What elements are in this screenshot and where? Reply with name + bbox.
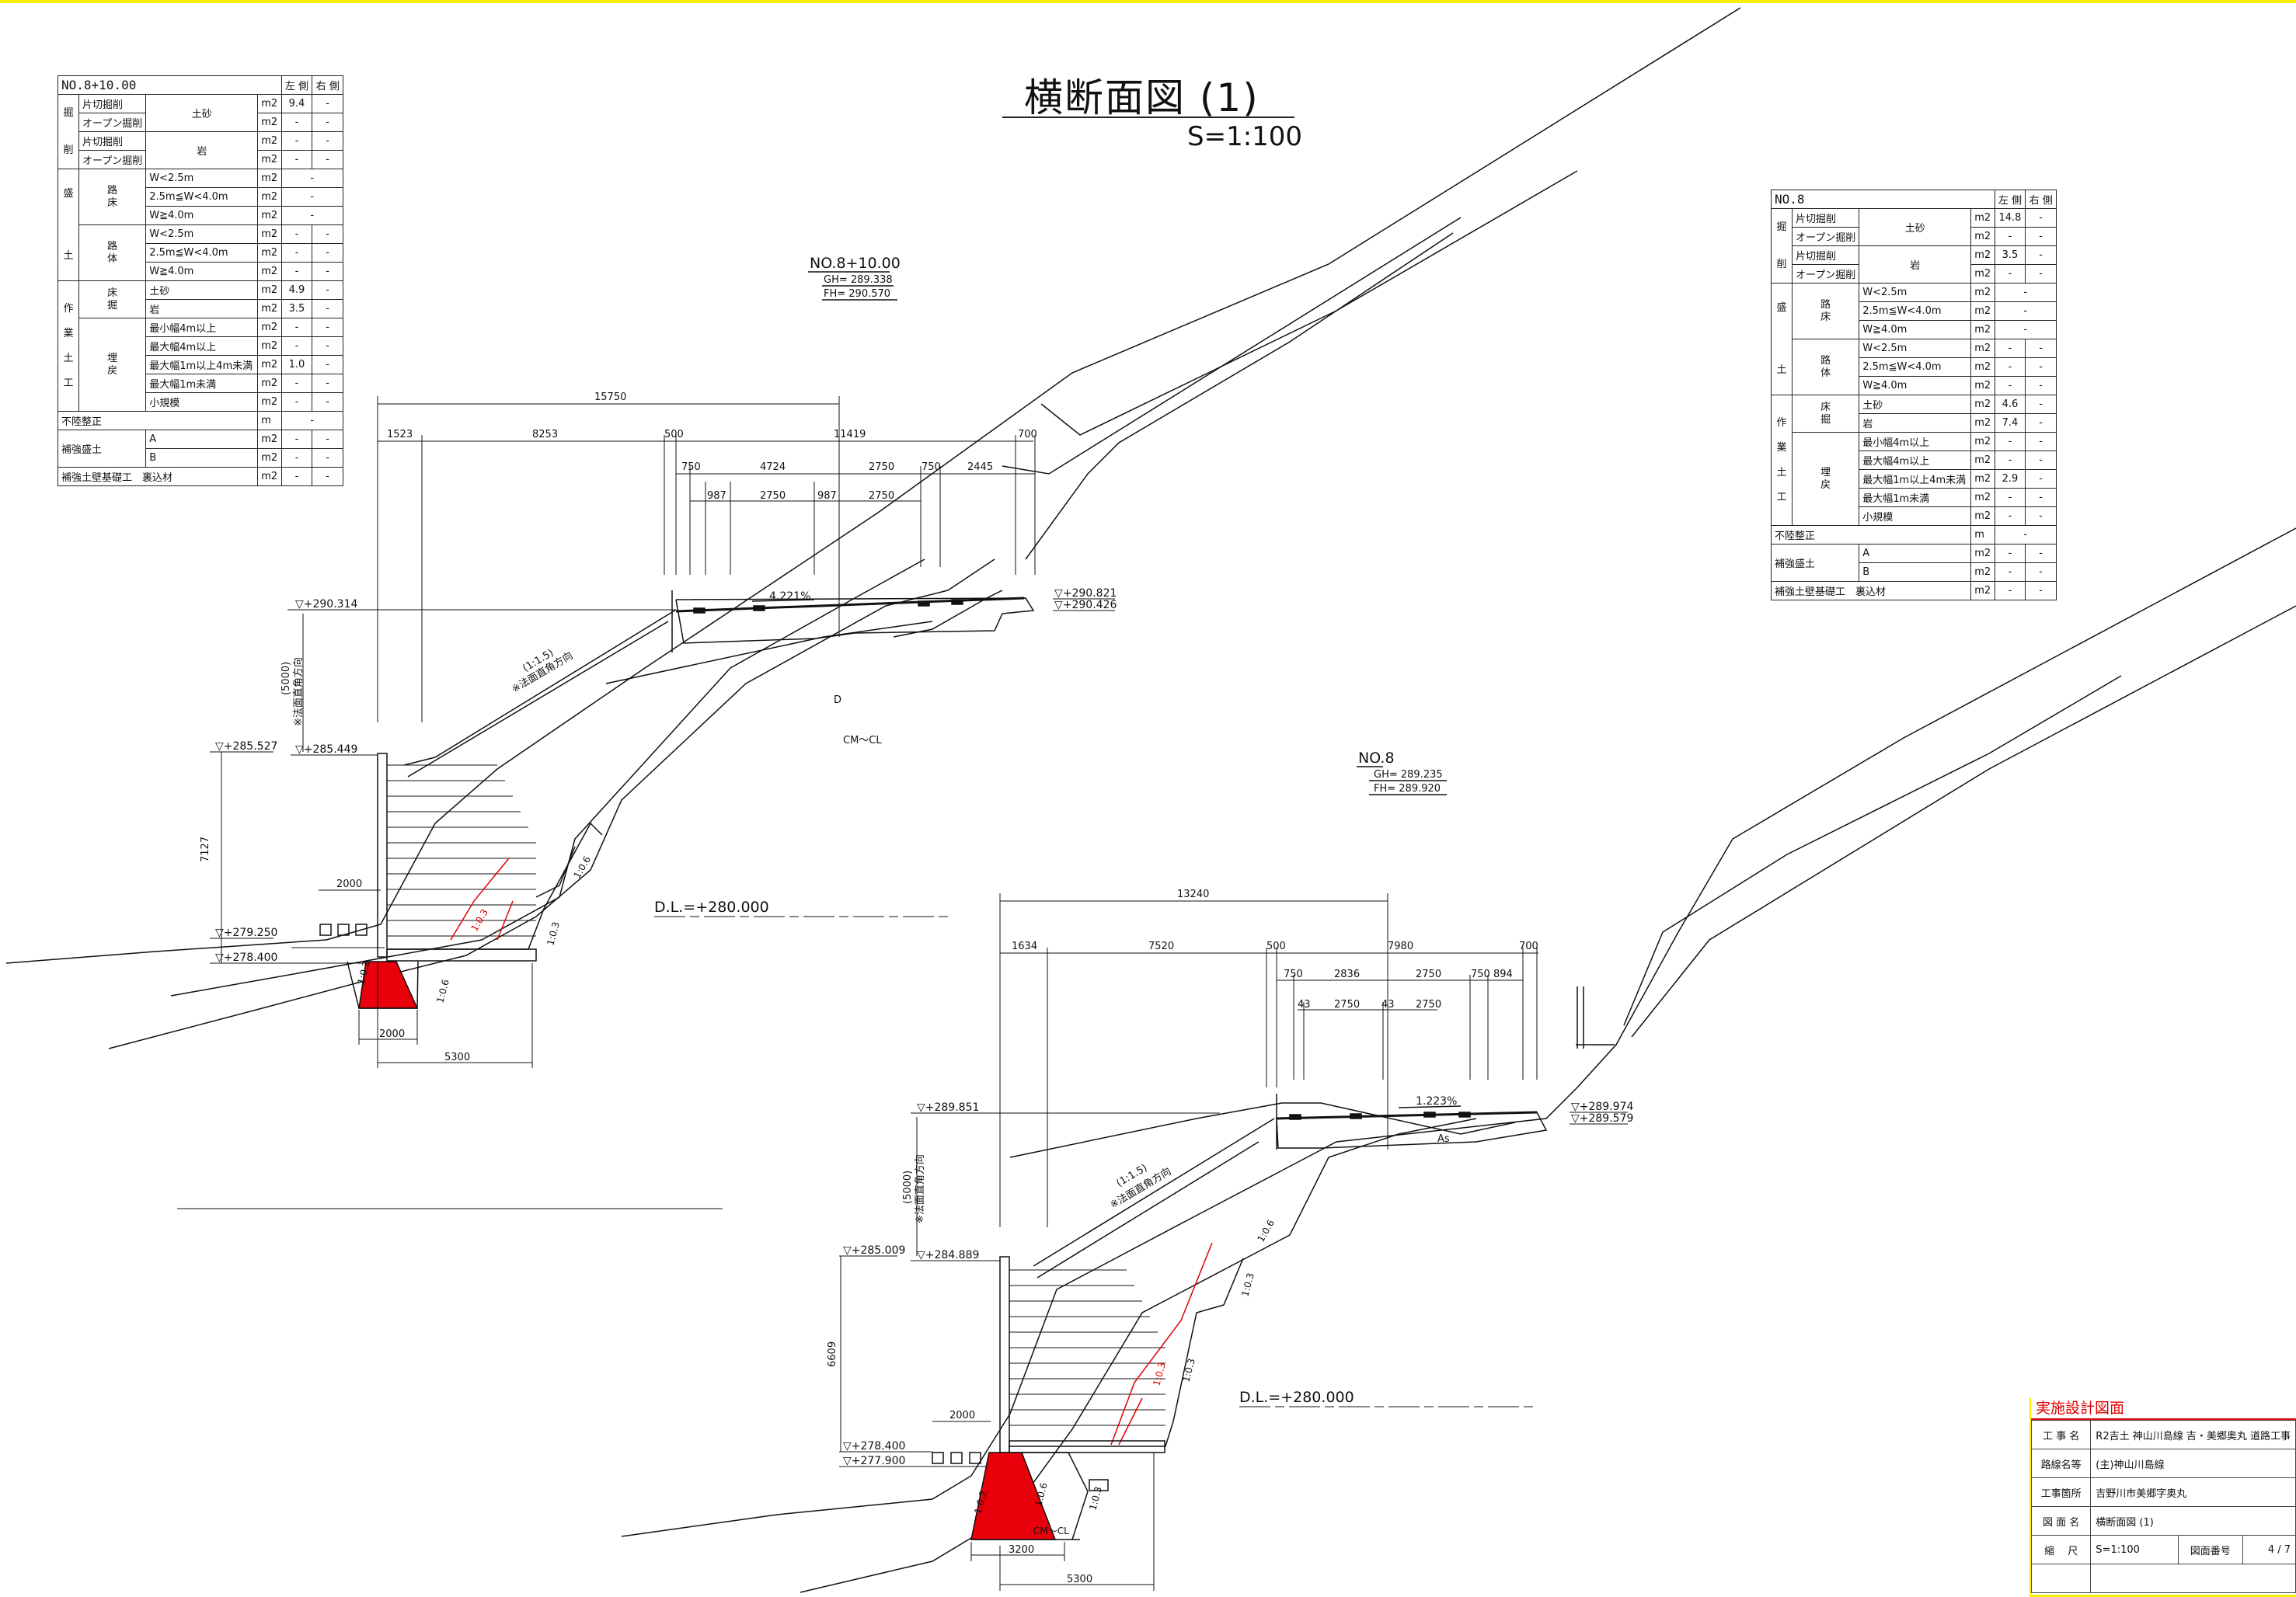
title-underline xyxy=(1002,117,1294,118)
svg-text:1634: 1634 xyxy=(1012,941,1037,952)
svg-text:7520: 7520 xyxy=(1148,941,1174,952)
svg-text:2000: 2000 xyxy=(336,879,362,890)
svg-text:750: 750 xyxy=(922,461,941,473)
svg-text:2750: 2750 xyxy=(760,490,786,502)
svg-text:500: 500 xyxy=(1266,941,1286,952)
svg-text:▽+278.400: ▽+278.400 xyxy=(843,1440,905,1453)
road-slope: 1.223% xyxy=(1416,1095,1457,1108)
svg-text:750: 750 xyxy=(681,461,701,473)
retaining-wall xyxy=(377,753,388,958)
svg-text:894: 894 xyxy=(1493,969,1513,980)
ground-line xyxy=(5,7,1741,964)
svg-text:▽+279.250: ▽+279.250 xyxy=(215,927,277,939)
svg-text:▽+285.527: ▽+285.527 xyxy=(215,740,277,753)
svg-text:※法面直角方向: ※法面直角方向 xyxy=(914,1154,926,1223)
svg-text:1:0.3: 1:0.3 xyxy=(1180,1357,1197,1383)
svg-text:▽+285.009: ▽+285.009 xyxy=(843,1244,905,1257)
svg-text:15750: 15750 xyxy=(594,391,626,403)
svg-text:GH= 289.338: GH= 289.338 xyxy=(824,274,893,286)
pavement xyxy=(1276,1111,1538,1120)
svg-text:▽+285.449: ▽+285.449 xyxy=(295,743,357,756)
svg-text:2750: 2750 xyxy=(869,490,894,502)
svg-text:700: 700 xyxy=(1519,941,1538,952)
svg-text:987: 987 xyxy=(817,490,837,502)
svg-text:11419: 11419 xyxy=(834,429,866,440)
svg-text:▽+289.579: ▽+289.579 xyxy=(1571,1112,1633,1125)
titleblock-highlight-bottom xyxy=(2031,1595,2296,1597)
title-block: 実施設計図面 工 事 名 R2吉土 神山川島線 吉・美郷奥丸 道路工事 路線名等… xyxy=(2030,1398,2296,1593)
section-upper: NO.8+10.00 GH= 289.338 FH= 290.570 4.221… xyxy=(5,7,1741,1068)
svg-text:750: 750 xyxy=(1471,969,1490,980)
svg-text:1:0.6: 1:0.6 xyxy=(1033,1481,1049,1507)
svg-text:1523: 1523 xyxy=(387,429,413,440)
svg-text:(5000): (5000) xyxy=(902,1171,914,1204)
svg-text:As: As xyxy=(1437,1133,1450,1145)
svg-text:1:0.6: 1:0.6 xyxy=(434,978,451,1004)
svg-text:FH= 289.920: FH= 289.920 xyxy=(1374,783,1441,795)
ground-line xyxy=(621,527,2296,1537)
svg-text:▽+289.851: ▽+289.851 xyxy=(917,1101,979,1114)
svg-text:5300: 5300 xyxy=(444,1052,470,1063)
quantity-table-no8-10: NO.8+10.00 左 側 右 側 掘削 片切掘削 土砂 m2 9.4 - オ… xyxy=(57,75,344,486)
svg-text:▽+278.400: ▽+278.400 xyxy=(215,952,277,964)
svg-text:▽+277.900: ▽+277.900 xyxy=(843,1455,905,1467)
svg-text:987: 987 xyxy=(707,490,726,502)
table-title: NO.8 xyxy=(1771,190,1995,209)
pavement xyxy=(675,597,1025,613)
svg-text:FH= 290.570: FH= 290.570 xyxy=(824,288,890,300)
svg-text:4724: 4724 xyxy=(760,461,786,473)
title-block-header: 実施設計図面 xyxy=(2031,1398,2296,1420)
svg-text:1:0.6: 1:0.6 xyxy=(571,854,593,881)
svg-text:500: 500 xyxy=(664,429,684,440)
svg-text:1:0.3: 1:0.3 xyxy=(1151,1361,1167,1387)
svg-text:750: 750 xyxy=(1284,969,1303,980)
titleblock-highlight-left xyxy=(2029,1398,2031,1597)
table-title: NO.8+10.00 xyxy=(57,75,282,95)
svg-text:1:0.3: 1:0.3 xyxy=(545,920,561,946)
svg-text:8253: 8253 xyxy=(532,429,558,440)
svg-text:▽+284.889: ▽+284.889 xyxy=(917,1249,979,1261)
svg-text:2000: 2000 xyxy=(949,1410,975,1421)
svg-text:7980: 7980 xyxy=(1388,941,1413,952)
svg-text:▽+289.974: ▽+289.974 xyxy=(1571,1101,1633,1113)
svg-text:GH= 289.235: GH= 289.235 xyxy=(1374,769,1443,781)
station-label: NO.8+10.00 xyxy=(810,255,901,272)
title-block-table: 工 事 名 R2吉土 神山川島線 吉・美郷奥丸 道路工事 路線名等 (主)神山川… xyxy=(2030,1420,2296,1593)
svg-text:7127: 7127 xyxy=(200,837,211,862)
section-lower: NO.8 GH= 289.235 FH= 289.920 1.223% As xyxy=(621,527,2296,1593)
svg-text:2750: 2750 xyxy=(1416,999,1441,1011)
svg-text:(5000): (5000) xyxy=(280,662,292,695)
svg-text:5300: 5300 xyxy=(1067,1574,1092,1585)
svg-text:2750: 2750 xyxy=(1416,969,1441,980)
svg-text:6609: 6609 xyxy=(827,1341,838,1367)
svg-text:2445: 2445 xyxy=(967,461,993,473)
svg-text:▽+290.426: ▽+290.426 xyxy=(1054,599,1117,611)
svg-text:CM～CL: CM～CL xyxy=(1033,1526,1069,1536)
svg-text:13240: 13240 xyxy=(1177,889,1209,900)
svg-text:2750: 2750 xyxy=(869,461,894,473)
datum-label: D.L.=+280.000 xyxy=(1239,1389,1354,1406)
svg-text:1:0.3: 1:0.3 xyxy=(1239,1272,1256,1297)
svg-text:1:0.6: 1:0.6 xyxy=(1255,1218,1277,1244)
svg-text:2836: 2836 xyxy=(1334,969,1360,980)
svg-text:D: D xyxy=(834,694,841,706)
geogrid-layers xyxy=(1009,1269,1165,1442)
station-label: NO.8 xyxy=(1358,750,1395,767)
geogrid-layers xyxy=(387,764,536,937)
svg-text:▽+290.314: ▽+290.314 xyxy=(295,598,357,611)
svg-text:▽+290.821: ▽+290.821 xyxy=(1054,587,1117,600)
svg-text:※法面直角方向: ※法面直角方向 xyxy=(292,657,305,726)
svg-text:3200: 3200 xyxy=(1009,1544,1034,1556)
top-highlight-bar xyxy=(0,0,2296,3)
svg-text:700: 700 xyxy=(1018,429,1037,440)
drawing-scale: S=1:100 xyxy=(1187,121,1303,152)
svg-text:2750: 2750 xyxy=(1334,999,1360,1011)
svg-text:2000: 2000 xyxy=(379,1028,405,1040)
quantity-table-no8: NO.8 左 側 右 側 掘削 片切掘削 土砂 m2 14.8 - オープン掘削… xyxy=(1770,190,2057,600)
svg-text:CM～CL: CM～CL xyxy=(843,735,882,746)
drawing-title: 横断面図 (1) xyxy=(1024,75,1259,120)
datum-label: D.L.=+280.000 xyxy=(654,899,769,916)
